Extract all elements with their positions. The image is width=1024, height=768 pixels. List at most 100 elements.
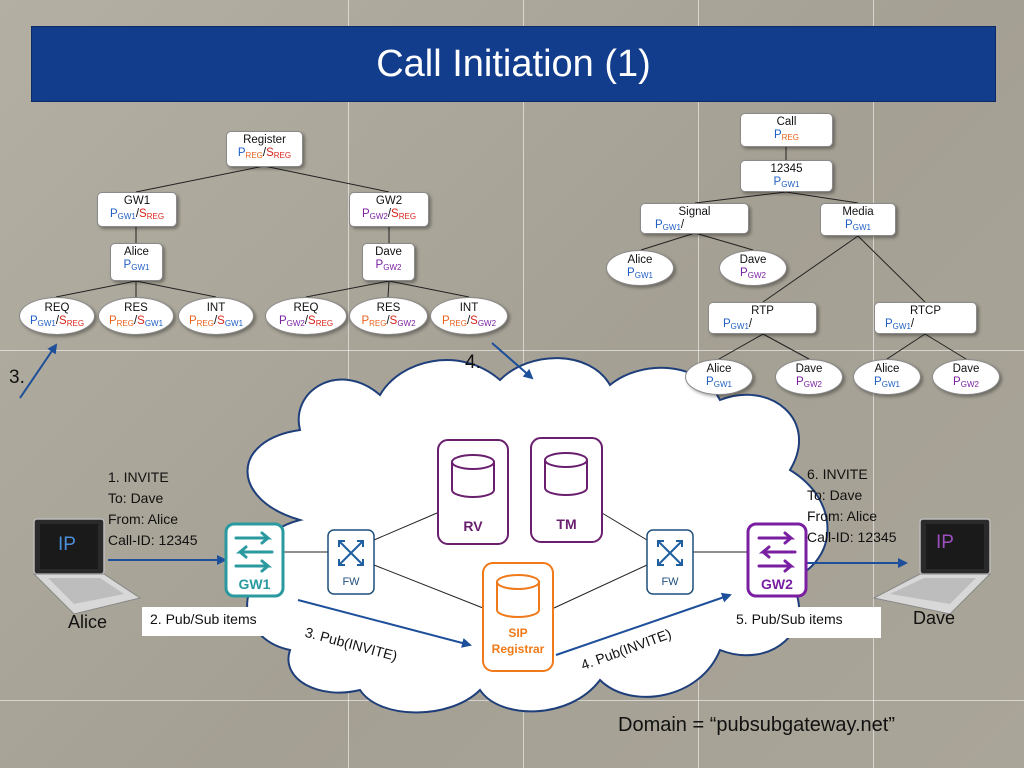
invite-line: From: Alice (807, 508, 878, 524)
pubsub-items-right: 5. Pub/Sub items (728, 607, 881, 638)
node-p-sub: REG (245, 151, 263, 160)
node-sep: / (262, 147, 267, 159)
node-sep: / (304, 315, 309, 327)
rv-label: RV (463, 518, 483, 534)
fw-right-label: FW (661, 576, 679, 588)
title-bar: Call Initiation (1) (31, 26, 996, 102)
tree-leaf-res-gw2[interactable]: RES PREG/SGW2 (349, 297, 428, 335)
firewall-left[interactable] (327, 529, 375, 595)
node-s-sub: REG (315, 319, 334, 328)
node-s: S (470, 315, 478, 327)
tree-node-gw2[interactable]: GW2 PGW2/SREG (349, 192, 429, 227)
tm-server[interactable] (530, 437, 603, 543)
node-s-sub: GW2 (477, 319, 497, 328)
tree-leaf-int-gw1[interactable]: INT PREG/SGW1 (178, 297, 254, 335)
tree-leaf-req-gw1[interactable]: REQ PGW1/SREG (19, 297, 95, 335)
invite-line: Call-ID: 12345 (108, 532, 198, 548)
node-p: P (740, 267, 748, 279)
node-s: S (59, 315, 67, 327)
node-p: P (706, 376, 714, 388)
node-p-sub: GW1 (713, 380, 732, 389)
dave-laptop-icon (872, 518, 992, 615)
gw2-label: GW2 (761, 576, 793, 592)
node-p-sub: GW2 (960, 380, 979, 389)
tree-leaf-signal-dave[interactable]: Dave PGW2 (719, 250, 787, 286)
node-p-sub: GW1 (781, 180, 800, 189)
node-label: Alice (627, 254, 653, 266)
tree-leaf-rtcp-alice[interactable]: Alice PGW1 (853, 359, 921, 395)
node-label: RTP (751, 305, 774, 317)
node-p: P (441, 315, 450, 327)
tree-leaf-res-gw1[interactable]: RES PREG/SGW1 (98, 297, 174, 335)
tree-node-rtcp[interactable]: RTCP PGW1/ (874, 302, 977, 334)
node-s: S (389, 315, 398, 327)
tree-leaf-rtcp-dave[interactable]: Dave PGW2 (932, 359, 1000, 395)
step-label-4: 4. (465, 352, 481, 373)
tree-node-media[interactable]: Media PGW1 (820, 203, 896, 236)
domain-caption: Domain = “pubsubgateway.net” (618, 714, 896, 736)
left-tree-connectors (55, 165, 470, 298)
tree-node-call-id[interactable]: 12345 PGW1 (740, 160, 833, 192)
node-p: P (188, 315, 197, 327)
tree-node-dave[interactable]: Dave PGW2 (362, 243, 415, 281)
node-label: Alice (874, 363, 900, 375)
node-p-sub: REG (781, 133, 799, 142)
tree-node-alice[interactable]: Alice PGW1 (110, 243, 163, 281)
firewall-right[interactable] (646, 529, 694, 595)
node-p: P (845, 219, 853, 231)
node-label: GW2 (375, 195, 403, 207)
tm-label: TM (556, 516, 577, 532)
page-title: Call Initiation (1) (376, 42, 651, 85)
sip-label: SIP (508, 626, 528, 640)
invite-left-text: 1. INVITE To: Dave From: Alice Call-ID: … (108, 467, 198, 551)
node-sep: / (387, 208, 392, 220)
node-p-sub: REG (196, 319, 214, 328)
right-tree-connectors (640, 146, 967, 360)
node-p-sub: GW2 (383, 263, 402, 272)
invite-line: Call-ID: 12345 (807, 529, 897, 545)
registrar-label: Registrar (491, 642, 545, 656)
node-sep: / (680, 219, 685, 231)
node-p: P (796, 376, 804, 388)
alice-laptop-icon (32, 518, 142, 615)
node-p-sub: GW2 (286, 319, 305, 328)
tree-node-rtp[interactable]: RTP PGW1/ (708, 302, 817, 334)
node-label: Dave (739, 254, 767, 266)
node-sep: / (466, 315, 471, 327)
tree-leaf-signal-alice[interactable]: Alice PGW1 (606, 250, 674, 286)
node-p: P (237, 147, 246, 159)
rv-server[interactable] (437, 439, 509, 545)
node-s-sub: REG (146, 212, 165, 221)
node-sep: / (386, 315, 390, 327)
gateway-gw1[interactable] (224, 522, 285, 598)
alice-name: Alice (68, 612, 108, 632)
node-label: RES (124, 302, 148, 314)
tree-node-gw1[interactable]: GW1 PGW1/SREG (97, 192, 177, 227)
tree-leaf-req-gw2[interactable]: REQ PGW2/SREG (265, 297, 347, 335)
tree-leaf-rtp-dave[interactable]: Dave PGW2 (775, 359, 843, 395)
node-s: S (308, 315, 316, 327)
tree-leaf-rtp-alice[interactable]: Alice PGW1 (685, 359, 753, 395)
sip-registrar-server[interactable] (482, 562, 554, 672)
dave-name: Dave (913, 608, 956, 628)
node-p: P (874, 376, 882, 388)
invite-line: From: Alice (108, 511, 179, 527)
tree-node-register[interactable]: Register PREG/SREG (226, 131, 303, 167)
node-p: P (109, 208, 118, 220)
node-label: Call (776, 116, 797, 128)
tree-leaf-int-gw2[interactable]: INT PREG/SGW2 (430, 297, 508, 335)
node-p: P (361, 208, 370, 220)
gateway-gw2[interactable] (746, 522, 808, 598)
node-p: P (723, 318, 731, 330)
node-p: P (953, 376, 961, 388)
invite-line: 1. INVITE (108, 469, 169, 485)
fw-left-label: FW (342, 576, 360, 588)
node-label: Alice (706, 363, 732, 375)
node-s-sub: REG (66, 319, 85, 328)
tree-node-call[interactable]: Call PREG (740, 113, 833, 147)
node-p: P (108, 315, 117, 327)
tree-node-signal[interactable]: Signal PGW1/ (640, 203, 749, 234)
node-label: Dave (795, 363, 823, 375)
node-p-sub: GW2 (369, 212, 388, 221)
